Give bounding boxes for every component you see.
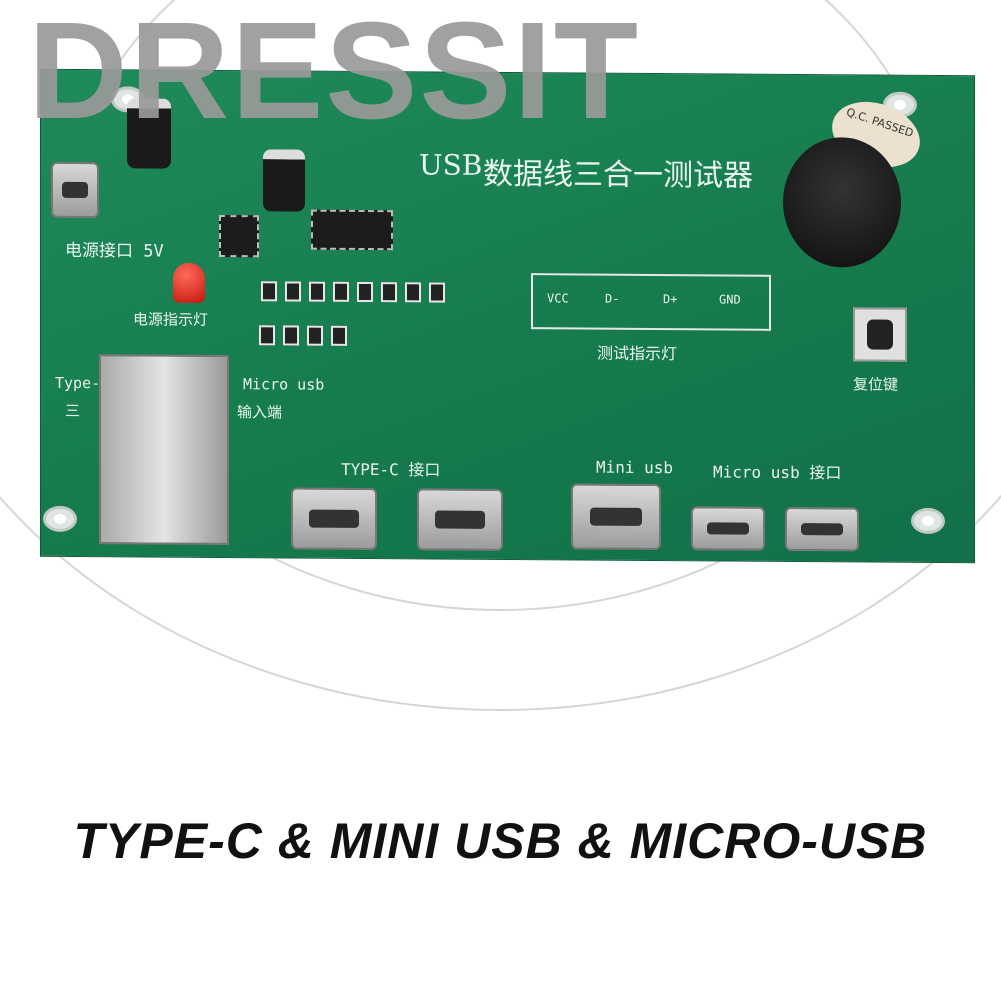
input-label-right: Micro usb xyxy=(243,375,325,394)
power-led xyxy=(173,262,205,303)
usb-a-double-port xyxy=(99,354,229,546)
title-usb: USB xyxy=(419,148,483,182)
reset-button xyxy=(853,307,907,362)
mount-hole xyxy=(43,505,77,532)
ic-chip-8pin xyxy=(219,214,259,258)
micro-usb-port xyxy=(785,506,859,552)
typec-port xyxy=(417,488,503,551)
power-micro-usb-port xyxy=(51,161,99,219)
mini-usb-port xyxy=(571,483,661,551)
typec-port xyxy=(291,487,377,551)
buzzer xyxy=(783,136,901,268)
pin-gnd: GND xyxy=(719,292,741,307)
reset-label: 复位键 xyxy=(853,375,899,394)
pin-vcc: VCC xyxy=(547,291,569,306)
capacitor xyxy=(263,149,305,212)
micro-usb-port xyxy=(691,506,765,551)
mini-usb-label: Mini usb xyxy=(596,457,674,478)
ic-chip-16pin xyxy=(311,209,393,251)
mount-hole xyxy=(911,507,945,535)
typec-label: TYPE-C 接口 xyxy=(341,459,441,480)
power-led-label: 电源指示灯 xyxy=(133,310,209,329)
caption: TYPE-C & MINI USB & MICRO-USB xyxy=(73,813,928,869)
pin-d-minus: D- xyxy=(605,291,620,306)
test-led-label: 测试指示灯 xyxy=(597,343,678,364)
micro-usb-label: Micro usb 接口 xyxy=(713,462,842,483)
backdrop-arc xyxy=(0,494,1001,711)
power-port-label: 电源接口 5V xyxy=(65,240,164,262)
input-label-bottom-left: 三 xyxy=(65,401,81,421)
watermark-logo: DRESSIT xyxy=(28,0,641,148)
pin-d-plus: D+ xyxy=(663,292,678,307)
input-label-bottom-right: 输入端 xyxy=(237,403,283,422)
title-cn: 数据线三合一测试器 xyxy=(483,156,753,194)
test-led-box: VCC D- D+ GND xyxy=(531,273,771,331)
input-label-left: Type- xyxy=(55,373,101,393)
